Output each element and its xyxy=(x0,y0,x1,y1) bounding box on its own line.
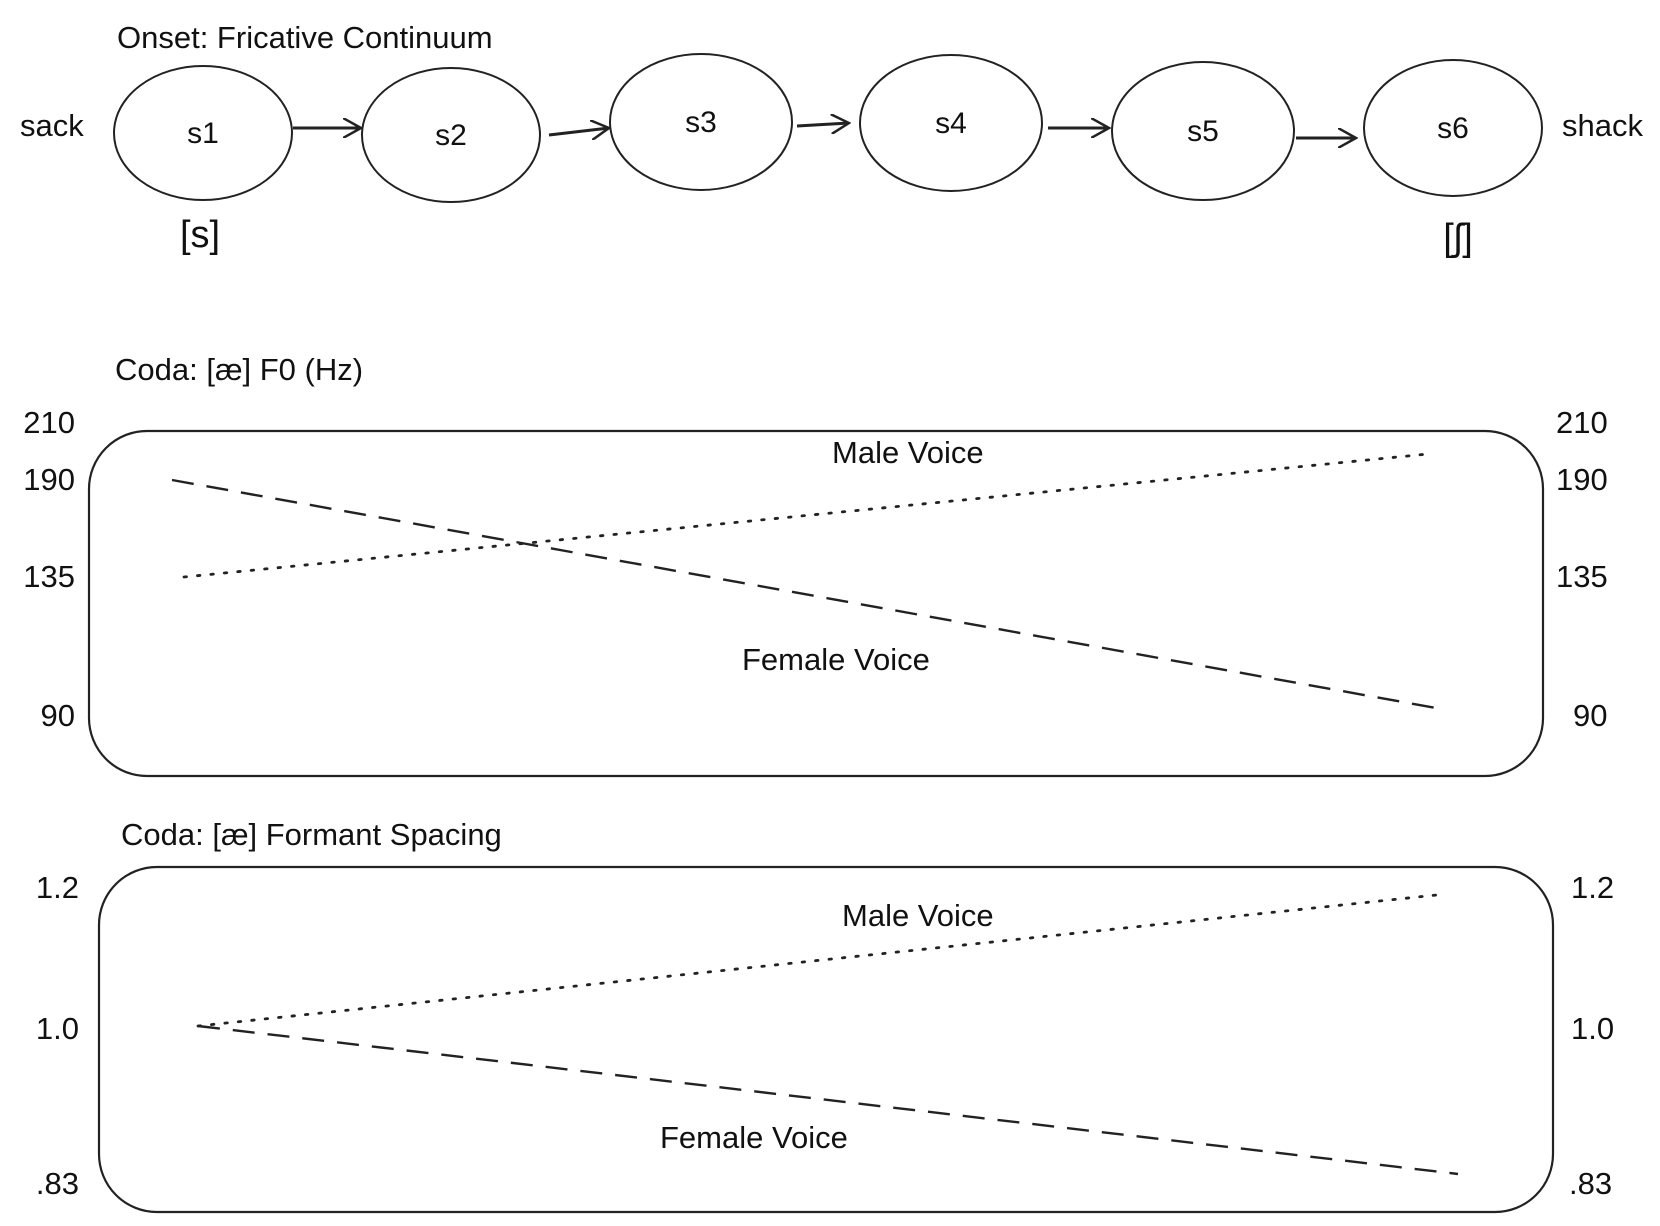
formant-male-voice-line xyxy=(196,892,1448,1028)
word-sack: sack xyxy=(20,108,84,143)
formant-right-tick-1-0: 1.0 xyxy=(1571,1011,1614,1046)
formant-right-tick-1-2: 1.2 xyxy=(1571,870,1614,905)
continuum-node-s6: s6 xyxy=(1363,59,1543,197)
node-label-s5: s5 xyxy=(1187,115,1219,148)
node-label-s6: s6 xyxy=(1437,112,1469,145)
f0-right-tick-90: 90 xyxy=(1573,698,1607,733)
ipa-s: [s] xyxy=(180,214,220,256)
arrow-s3-s4 xyxy=(796,123,849,126)
f0-male-voice-label: Male Voice xyxy=(832,435,984,470)
continuum-node-s1: s1 xyxy=(113,65,293,201)
f0-left-tick-210: 210 xyxy=(23,405,75,440)
f0-female-voice-label: Female Voice xyxy=(742,642,930,677)
node-label-s1: s1 xyxy=(187,117,219,150)
formant-female-voice-line xyxy=(197,1024,1459,1176)
f0-right-tick-210: 210 xyxy=(1556,405,1608,440)
formant-female-voice-label: Female Voice xyxy=(660,1120,848,1155)
formant-title: Coda: [æ] Formant Spacing xyxy=(121,817,502,852)
f0-male-voice-line xyxy=(182,452,1430,579)
formant-male-voice-label: Male Voice xyxy=(842,898,994,933)
word-shack: shack xyxy=(1562,108,1643,143)
continuum-node-s4: s4 xyxy=(859,54,1043,192)
onset-title: Onset: Fricative Continuum xyxy=(117,20,493,55)
formant-panel: Coda: [æ] Formant Spacing 1.2 1.0 .83 1.… xyxy=(36,817,1614,1214)
onset-panel: Onset: Fricative Continuum sack shack s1… xyxy=(20,20,1643,259)
continuum-node-s2: s2 xyxy=(361,67,541,203)
formant-frame xyxy=(97,865,1555,1214)
node-label-s3: s3 xyxy=(685,106,717,139)
formant-left-tick-1-0: 1.0 xyxy=(36,1011,79,1046)
node-label-s2: s2 xyxy=(435,119,467,152)
f0-female-voice-line xyxy=(171,478,1437,710)
f0-left-tick-135: 135 xyxy=(23,559,75,594)
formant-right-tick-083: .83 xyxy=(1569,1166,1612,1201)
f0-left-tick-90: 90 xyxy=(41,698,75,733)
continuum-arrows xyxy=(293,123,1356,138)
continuum-node-s5: s5 xyxy=(1111,61,1295,201)
f0-frame xyxy=(87,429,1545,778)
f0-right-tick-190: 190 xyxy=(1556,462,1608,497)
f0-title: Coda: [æ] F0 (Hz) xyxy=(115,352,363,387)
f0-panel: Coda: [æ] F0 (Hz) 210 190 135 90 210 190… xyxy=(23,352,1608,778)
formant-left-tick-083: .83 xyxy=(36,1166,79,1201)
ipa-sh: [ʃ] xyxy=(1443,217,1473,259)
f0-right-tick-135: 135 xyxy=(1556,559,1608,594)
arrow-s2-s3 xyxy=(548,128,609,135)
continuum-node-s3: s3 xyxy=(609,53,793,191)
node-label-s4: s4 xyxy=(935,107,967,140)
formant-left-tick-1-2: 1.2 xyxy=(36,870,79,905)
f0-left-tick-190: 190 xyxy=(23,462,75,497)
